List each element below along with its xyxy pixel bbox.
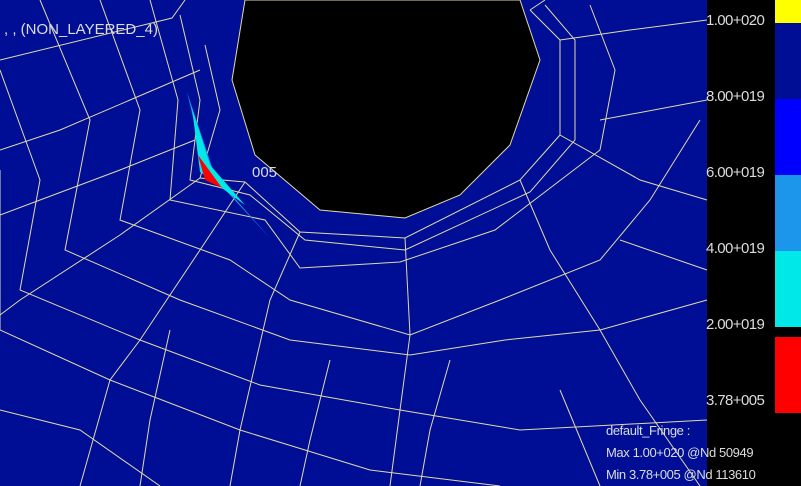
mesh-radial (559, 389, 601, 486)
mesh-radial (559, 19, 708, 41)
legend-level-6: 3.78+005 (706, 392, 765, 409)
mesh-radial (299, 359, 331, 486)
group-label: , , (NON_LAYERED_4) (4, 21, 158, 38)
mesh-radial (559, 134, 708, 201)
fringe-swatch-4 (775, 175, 801, 251)
mesh-radial (0, 409, 161, 486)
mesh-radial (419, 359, 451, 486)
fringe-min: Min 3.78+005 @Nd 113610 (606, 467, 756, 482)
fringe-hotspot (187, 92, 270, 238)
mesh-hole (231, 0, 541, 219)
legend-level-4: 4.00+019 (706, 240, 765, 257)
fringe-max: Max 1.00+020 @Nd 50949 (606, 445, 754, 460)
mesh-radial (79, 181, 246, 486)
fringe-title: default_Fringe : (606, 423, 690, 438)
mesh-ring (99, 0, 701, 336)
mesh-radial (0, 0, 186, 61)
mesh-radial (0, 69, 201, 151)
hotspot-core (198, 155, 222, 188)
legend-level-3: 6.00+019 (706, 164, 765, 181)
node-fragment-label: 005 (252, 164, 277, 181)
mesh-radial (599, 99, 708, 121)
legend-level-2: 8.00+019 (706, 88, 765, 105)
mesh-radial (139, 329, 171, 486)
mesh-radial (389, 237, 411, 486)
mesh-grid-lines (0, 0, 708, 486)
fringe-swatch-5 (775, 251, 801, 327)
hotspot-mid (192, 108, 245, 205)
legend-level-5: 2.00+019 (706, 316, 765, 333)
mesh-radial (619, 239, 708, 271)
fringe-swatch-1 (775, 0, 801, 23)
fringe-swatch-3 (775, 99, 801, 175)
mesh-radial (519, 179, 701, 486)
mesh-ring (39, 0, 708, 356)
mesh-ring (199, 9, 561, 239)
mesh-radial (0, 139, 196, 216)
mesh-ring (0, 69, 708, 431)
fringe-swatch-2 (775, 23, 801, 99)
fringe-swatch-6 (775, 337, 801, 413)
mesh-ring (149, 0, 616, 269)
mesh-radial (0, 177, 201, 316)
mesh-radial (529, 0, 546, 11)
mesh-radial (229, 231, 301, 486)
legend-level-1: 1.00+020 (706, 12, 765, 29)
